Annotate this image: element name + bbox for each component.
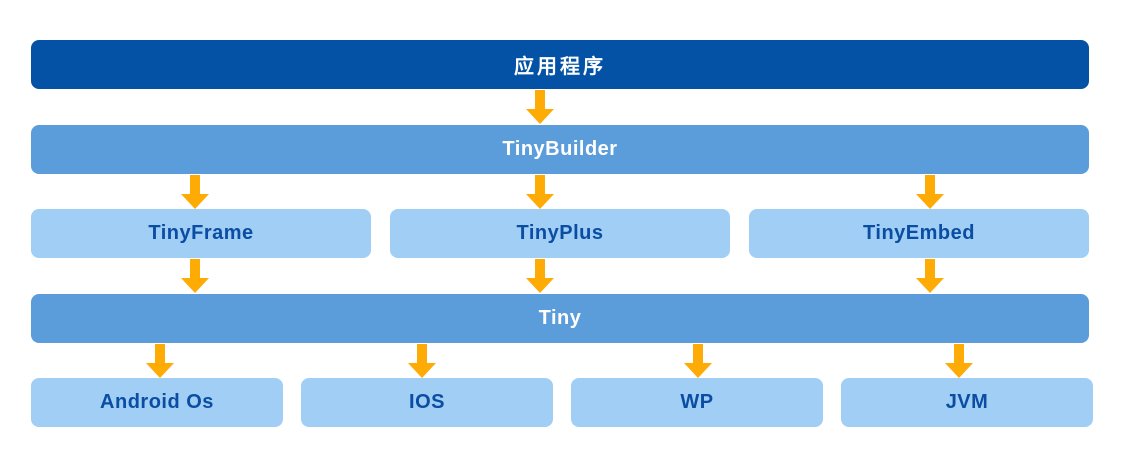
node-application: 应用程序 bbox=[31, 40, 1089, 89]
node-tinyembed: TinyEmbed bbox=[749, 209, 1089, 258]
arrow-down-icon bbox=[408, 344, 436, 378]
arrow-down-icon bbox=[945, 344, 973, 378]
layer-application: 应用程序 bbox=[31, 40, 1089, 89]
arrow-down-icon bbox=[526, 90, 554, 124]
node-wp: WP bbox=[571, 378, 823, 427]
layer-tiny-variants: TinyFrame TinyPlus TinyEmbed bbox=[31, 209, 1089, 258]
arrow-down-icon bbox=[181, 259, 209, 293]
arrow-down-icon bbox=[526, 259, 554, 293]
layer-tiny: Tiny bbox=[31, 294, 1089, 343]
node-tinyframe: TinyFrame bbox=[31, 209, 371, 258]
node-tinybuilder: TinyBuilder bbox=[31, 125, 1089, 174]
arrow-down-icon bbox=[684, 344, 712, 378]
layer-platforms: Android Os IOS WP JVM bbox=[31, 378, 1093, 427]
arrow-down-icon bbox=[916, 175, 944, 209]
node-android-os: Android Os bbox=[31, 378, 283, 427]
arrow-down-icon bbox=[916, 259, 944, 293]
node-tinyplus: TinyPlus bbox=[390, 209, 730, 258]
arrow-down-icon bbox=[181, 175, 209, 209]
node-tiny: Tiny bbox=[31, 294, 1089, 343]
node-ios: IOS bbox=[301, 378, 553, 427]
layer-tinybuilder: TinyBuilder bbox=[31, 125, 1089, 174]
arrow-down-icon bbox=[526, 175, 554, 209]
arrow-down-icon bbox=[146, 344, 174, 378]
node-jvm: JVM bbox=[841, 378, 1093, 427]
